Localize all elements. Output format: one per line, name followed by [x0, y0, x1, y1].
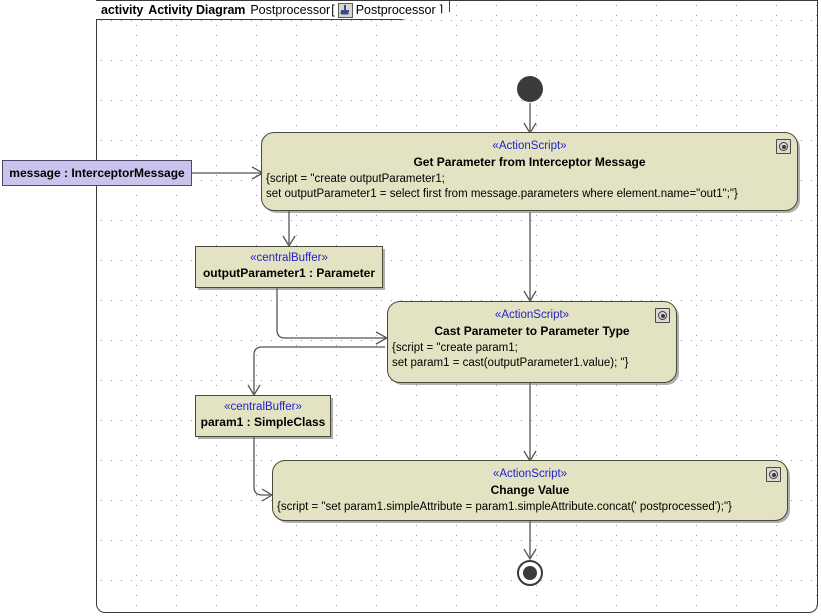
action3-title: Change Value [490, 483, 570, 497]
action-script-badge-icon[interactable] [655, 308, 670, 323]
frame-keyword: activity [101, 3, 144, 17]
activity-final-node[interactable] [517, 560, 543, 586]
action-script-badge-icon[interactable] [766, 467, 781, 482]
buffer1-stereotype: «centralBuffer» [250, 252, 328, 264]
action2-body-line2: set param1 = cast(outputParameter1.value… [392, 357, 629, 369]
action-get-parameter-from-interceptor-message[interactable]: «ActionScript» Get Parameter from Interc… [261, 132, 798, 211]
input-pin-message[interactable]: message : InterceptorMessage [2, 160, 192, 186]
frame-header[interactable]: activity Activity Diagram Postprocessor … [96, 1, 451, 20]
frame-bracket-close: ] [439, 3, 444, 17]
action3-body-line1: {script = "set param1.simpleAttribute = … [277, 501, 732, 513]
action2-body-line1: {script = "create param1; [392, 342, 518, 354]
central-buffer-param1[interactable]: «centralBuffer» param1 : SimpleClass [195, 395, 331, 437]
action-script-badge-icon[interactable] [776, 139, 791, 154]
frame-name: Postprocessor [250, 3, 331, 17]
action-cast-parameter-to-parameter-type[interactable]: «ActionScript» Cast Parameter to Paramet… [387, 301, 677, 383]
action2-stereotype: «ActionScript» [494, 309, 570, 321]
action1-stereotype: «ActionScript» [492, 140, 567, 152]
central-buffer-output-parameter1[interactable]: «centralBuffer» outputParameter1 : Param… [195, 246, 383, 288]
action1-body-line2: set outputParameter1 = select first from… [266, 188, 738, 200]
frame-kind: Activity Diagram [148, 3, 246, 17]
input-pin-label: message : InterceptorMessage [9, 166, 185, 180]
frame-top-border [96, 0, 818, 2]
buffer2-name: param1 : SimpleClass [200, 415, 326, 429]
buffer2-stereotype: «centralBuffer» [224, 401, 302, 413]
buffer1-name: outputParameter1 : Parameter [202, 266, 376, 280]
frame-bracket-open: [ [331, 3, 335, 17]
frame-owner: Postprocessor [355, 3, 436, 17]
action2-title: Cast Parameter to Parameter Type [434, 324, 630, 338]
action1-title: Get Parameter from Interceptor Message [413, 155, 646, 169]
initial-node[interactable] [517, 76, 543, 102]
action3-stereotype: «ActionScript» [492, 468, 568, 480]
action1-body-line1: {script = "create outputParameter1; [266, 173, 445, 185]
activity-diagram-icon [337, 2, 353, 18]
action-change-value[interactable]: «ActionScript» Change Value {script = "s… [272, 460, 788, 521]
